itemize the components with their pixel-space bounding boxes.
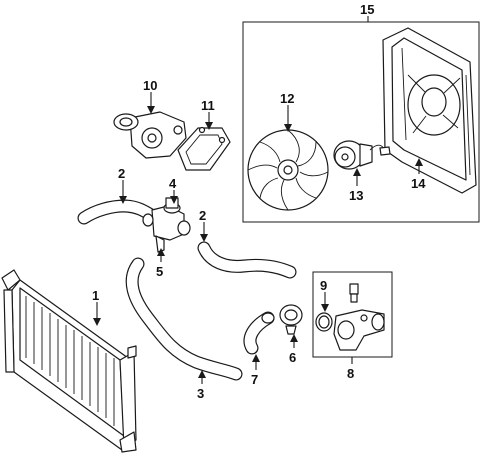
callout-9: 9 [320,278,327,293]
callout-6: 6 [289,350,296,365]
callout-2: 2 [118,166,125,181]
water-outlet [142,197,191,253]
heater-hose [197,241,297,279]
callout-12: 12 [280,91,294,106]
water-pump [113,111,187,159]
callout-11: 11 [201,98,215,113]
callout-15: 15 [360,2,374,17]
callout-leaders [93,16,423,384]
callout-1: 1 [92,288,99,303]
thermostat [279,304,303,335]
fan-shroud [382,27,477,194]
callout-14: 14 [411,176,426,191]
callout-8: 8 [347,366,354,381]
radiator [1,269,137,453]
fan-motor [333,140,391,170]
fan-blade [247,129,329,211]
callout-2: 2 [199,208,206,223]
fan-assembly-group-box [242,21,480,223]
temperature-sensor [349,283,359,303]
callout-7: 7 [251,372,258,387]
thermostat-housing [333,309,385,351]
water-pump-gasket [177,126,231,171]
o-ring [315,312,333,332]
callout-13: 13 [349,188,363,203]
radiator-hose-lower [125,257,243,381]
radiator-hose-upper [77,199,163,225]
bypass-hose [243,311,275,355]
callout-5: 5 [156,264,163,279]
callout-4: 4 [169,176,177,191]
callout-10: 10 [143,78,157,93]
callout-3: 3 [197,386,204,401]
